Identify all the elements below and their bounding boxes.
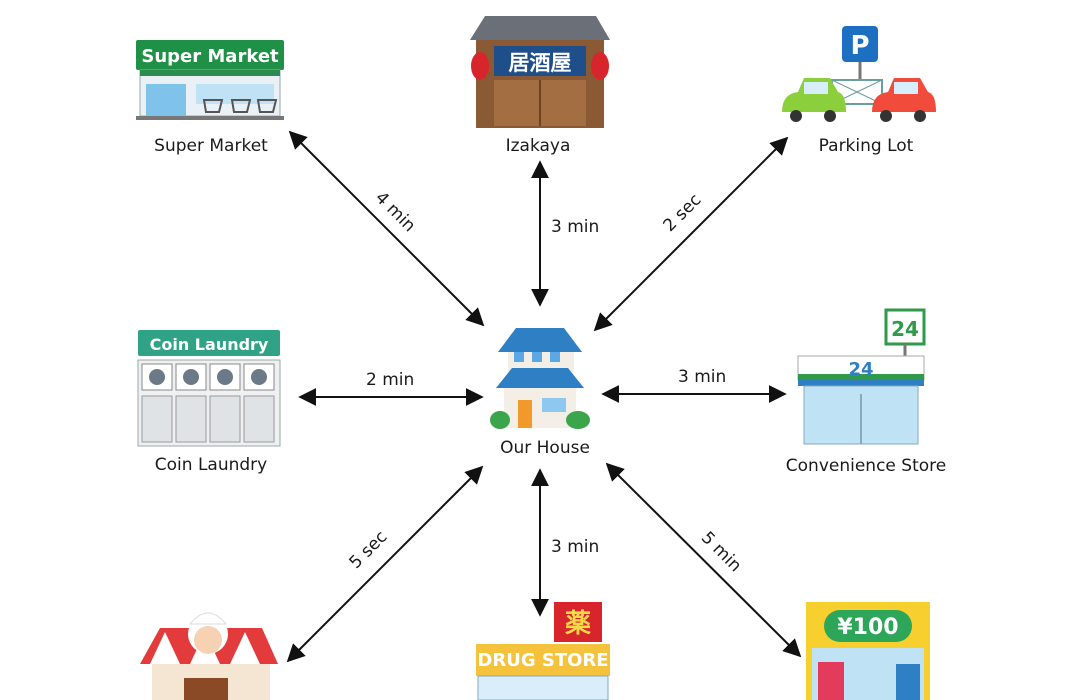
drug-store-icon: 薬 DRUG STORE <box>476 602 610 700</box>
svg-text:居酒屋: 居酒屋 <box>509 51 572 75</box>
house-icon <box>490 328 590 429</box>
arrow-bakery <box>286 465 484 663</box>
bakery-icon <box>140 612 278 700</box>
time-izakaya: 3 min <box>551 217 600 237</box>
label-our-house: Our House <box>500 438 590 458</box>
supermarket-icon: Super Market <box>136 40 284 120</box>
svg-text:24: 24 <box>891 317 919 341</box>
label-super-market: Super Market <box>154 136 268 156</box>
svg-text:P: P <box>850 31 869 61</box>
parking-lot-icon: P <box>782 26 936 122</box>
label-coin-laundry: Coin Laundry <box>154 455 268 475</box>
svg-text:Super Market: Super Market <box>141 46 279 67</box>
svg-text:DRUG STORE: DRUG STORE <box>477 650 608 671</box>
izakaya-icon: 居酒屋 <box>470 16 610 128</box>
time-convenience-store: 3 min <box>678 367 727 387</box>
time-drug-store: 3 min <box>551 537 600 557</box>
arrow-super-market <box>288 130 485 327</box>
svg-text:24: 24 <box>848 359 873 380</box>
arrow-hundred-yen <box>605 462 802 658</box>
svg-text:薬: 薬 <box>565 609 591 639</box>
label-parking-lot: Parking Lot <box>818 136 914 156</box>
hundred-yen-shop-icon: ¥100 <box>806 602 930 700</box>
label-convenience-store: Convenience Store <box>785 456 947 476</box>
label-izakaya: Izakaya <box>505 136 571 156</box>
svg-text:¥100: ¥100 <box>837 615 898 640</box>
arrow-parking-lot <box>593 136 789 332</box>
coin-laundry-icon: Coin Laundry <box>137 330 281 447</box>
convenience-store-icon: 24 24 <box>797 308 926 445</box>
time-coin-laundry: 2 min <box>366 370 415 390</box>
svg-text:Coin Laundry: Coin Laundry <box>150 335 269 354</box>
